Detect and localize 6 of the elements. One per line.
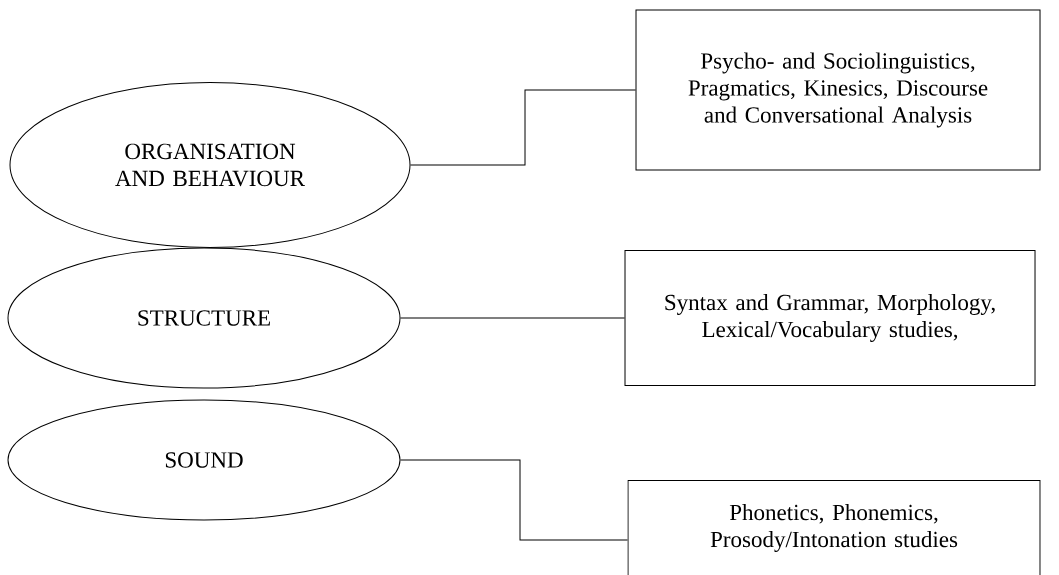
connector-line [400, 317, 625, 319]
topic-box: Phonetics, Phonemics, Prosody/Intonation studies [627, 480, 1041, 575]
connector-line [400, 459, 628, 541]
topic-box: Psycho- and Sociolinguistics, Pragmatics, Kinesics, Discourse and Conversational Analysis [635, 9, 1041, 171]
topic-box: Syntax and Grammar, Morphology, Lexical/Vocabulary studies, [624, 250, 1036, 386]
connector-line [410, 89, 636, 166]
